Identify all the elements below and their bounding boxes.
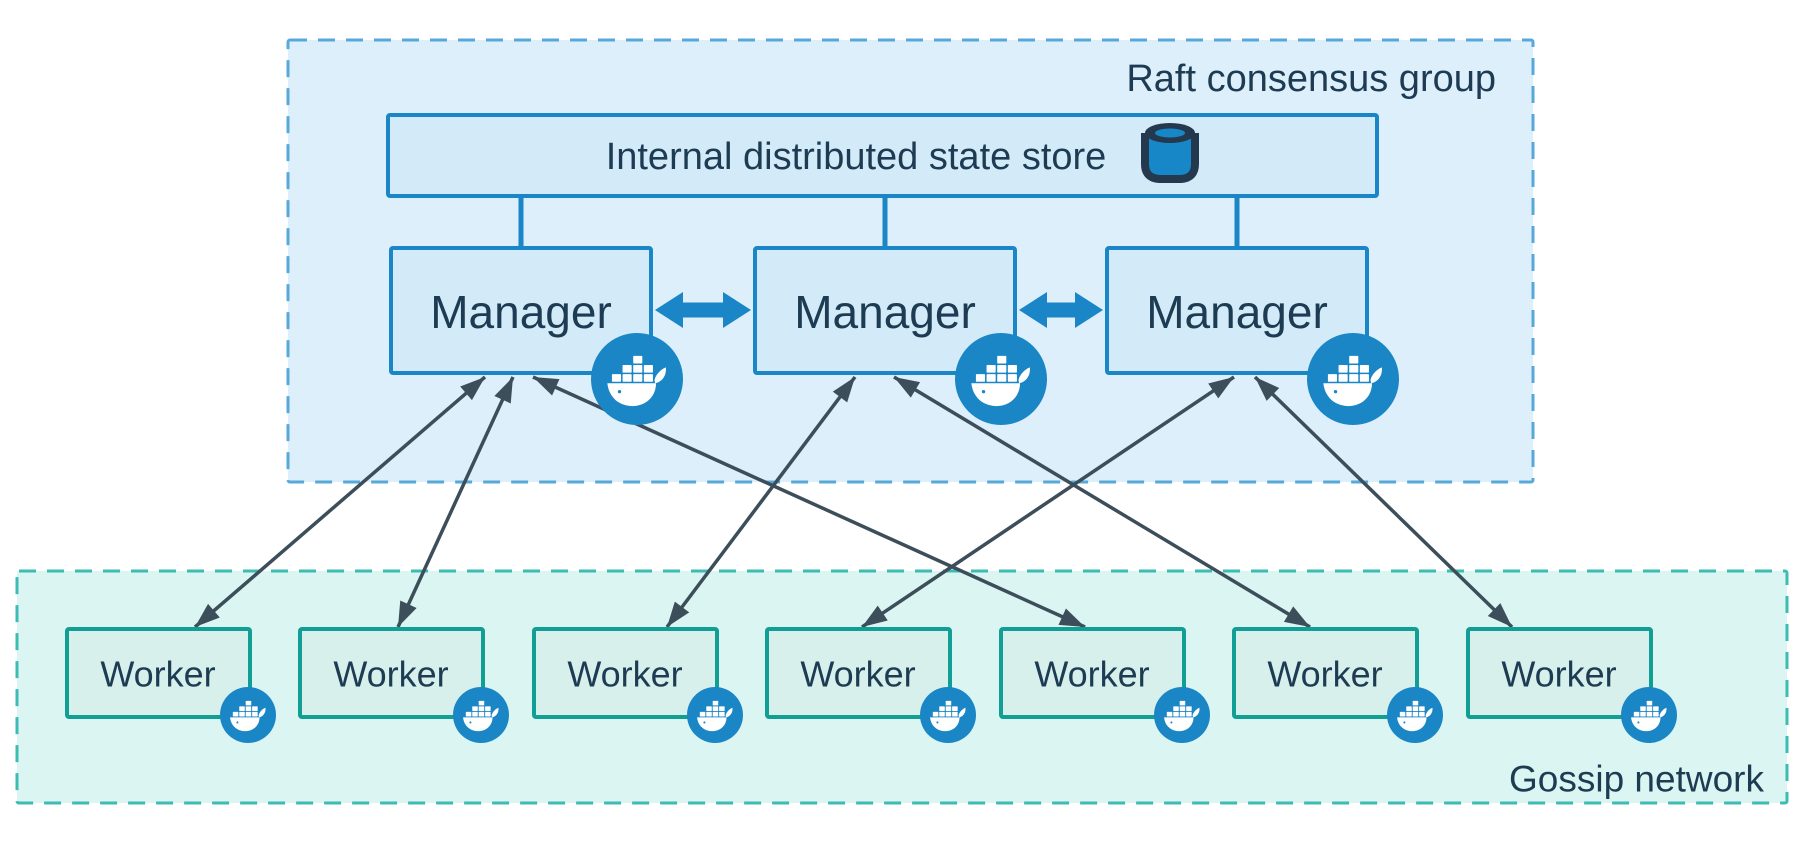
- worker-node-3: Worker: [532, 627, 743, 743]
- worker-4-label: Worker: [800, 654, 915, 695]
- worker-node-4: Worker: [765, 627, 976, 743]
- worker-node-6: Worker: [1232, 627, 1443, 743]
- manager-peer-arrows: [655, 292, 1103, 328]
- peer-arrow-manager1-manager2: [655, 292, 751, 328]
- worker-node-5: Worker: [999, 627, 1210, 743]
- manager-node-3: Manager: [1105, 246, 1399, 425]
- peer-arrow-manager2-manager3: [1019, 292, 1103, 328]
- link-manager-2-worker-3: [665, 375, 857, 629]
- worker-7-box: [1466, 627, 1653, 719]
- worker-1-label: Worker: [100, 654, 215, 695]
- link-manager-3-worker-7: [1253, 375, 1514, 629]
- manager-1-label: Manager: [430, 286, 612, 338]
- raft-consensus-group-label: Raft consensus group: [1126, 58, 1496, 100]
- worker-node-1: Worker: [65, 627, 276, 743]
- manager-node-1: Manager: [389, 246, 683, 425]
- worker-5-box: [999, 627, 1186, 719]
- worker-2-box: [298, 627, 485, 719]
- manager-3-label: Manager: [1146, 286, 1328, 338]
- worker-6-label: Worker: [1267, 654, 1382, 695]
- worker-5-label: Worker: [1034, 654, 1149, 695]
- manager-2-box: [753, 246, 1017, 375]
- state-store-connectors: [518, 196, 1240, 250]
- worker-4-box: [765, 627, 952, 719]
- worker-3-label: Worker: [567, 654, 682, 695]
- state-store-node: Internal distributed state store: [386, 113, 1379, 198]
- worker-node-7: Worker: [1466, 627, 1677, 743]
- gossip-network-label: Gossip network: [1509, 759, 1764, 800]
- database-cylinder-body: [1141, 133, 1199, 183]
- state-store-label: Internal distributed state store: [606, 136, 1107, 178]
- link-manager-3-worker-4: [861, 375, 1235, 629]
- manager-2-label: Manager: [794, 286, 976, 338]
- worker-2-label: Worker: [333, 654, 448, 695]
- worker-3-box: [532, 627, 719, 719]
- database-cylinder-icon: [1141, 123, 1199, 183]
- worker-1-box: [65, 627, 252, 719]
- link-manager-1-worker-2: [396, 376, 515, 628]
- state-store-box: [386, 113, 1379, 198]
- worker-6-box: [1232, 627, 1419, 719]
- worker-node-2: Worker: [298, 627, 509, 743]
- manager-node-2: Manager: [753, 246, 1047, 425]
- worker-7-label: Worker: [1501, 654, 1616, 695]
- database-cylinder-top-inner: [1155, 128, 1185, 138]
- manager-1-box: [389, 246, 653, 375]
- manager-3-box: [1105, 246, 1369, 375]
